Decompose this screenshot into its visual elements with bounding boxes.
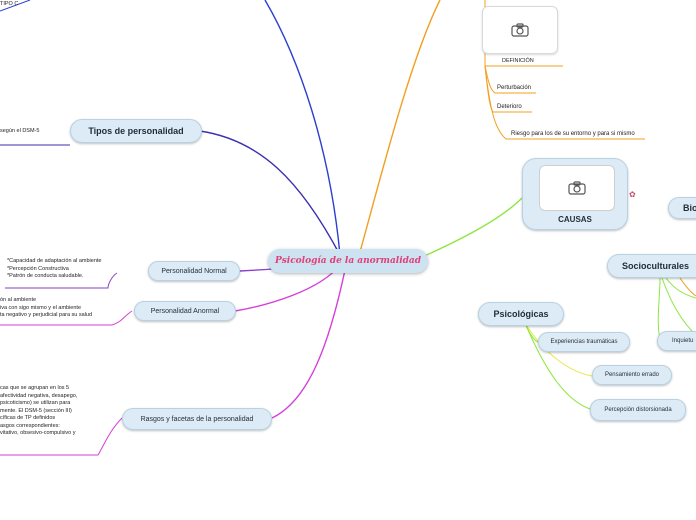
anormal-note-2: iva con sigo mismo y el ambiente [0, 304, 82, 311]
definition-item-riesgo[interactable]: Riesgo para los de su entorno y para si … [511, 131, 635, 137]
node-causas[interactable]: CAUSAS [522, 158, 628, 230]
camera-icon [511, 23, 529, 37]
tipo-c-label: TIPO C [0, 1, 19, 7]
anormal-note-1: ón al ambiente [0, 297, 37, 303]
node-experiencias-traumaticas[interactable]: Experiencias traumáticas [538, 332, 630, 352]
node-inquietudes[interactable]: Inquietu [657, 331, 696, 351]
definition-item-deterioro[interactable]: Deterioro [497, 104, 522, 110]
node-rasgos-y-facetas[interactable]: Rasgos y facetas de la personalidad [122, 408, 272, 430]
node-psicologicas[interactable]: Psicológicas [478, 302, 564, 326]
definition-image-placeholder[interactable] [482, 6, 558, 54]
rasgos-note-3: psicoticismo) se utilizan para [0, 400, 71, 406]
node-personalidad-normal[interactable]: Personalidad Normal [148, 261, 240, 281]
rasgos-note-6: asgos correspondientes: [0, 422, 60, 429]
normal-note-3: *Patrón de conducta saludable. [7, 273, 84, 279]
rasgos-note-2: afectividad negativa, desapego, [0, 392, 78, 399]
normal-notes: *Capacidad de adaptación al ambiente *Pe… [7, 258, 102, 281]
node-personalidad-anormal[interactable]: Personalidad Anormal [134, 301, 236, 321]
normal-note-1: *Capacidad de adaptación al ambiente [7, 258, 102, 264]
rasgos-note-7: vitativo, obsesivo-compulsivo y [0, 430, 76, 436]
rasgos-note-1: cas que se agrupan en los 5 [0, 385, 70, 391]
normal-note-2: *Percepción Constructiva [7, 265, 69, 272]
node-pensamiento-errado[interactable]: Pensamiento errado [592, 365, 672, 385]
definition-caption[interactable]: DEFINICIÓN [502, 58, 534, 64]
node-biologicas[interactable]: Bio [668, 197, 696, 219]
anormal-note-3: ta negativo y perjudicial para su salud [0, 312, 93, 318]
tipos-note: según el DSM-5 [0, 128, 40, 134]
rasgos-note-4: mente. El DSM-5 (sección III) [0, 407, 72, 414]
causas-label: CAUSAS [558, 215, 592, 224]
definition-item-perturbacion[interactable]: Perturbación [497, 85, 532, 91]
node-tipos-de-personalidad[interactable]: Tipos de personalidad [70, 119, 202, 143]
causas-image-placeholder [539, 165, 615, 211]
central-topic[interactable]: Psicología de la anormalidad [268, 249, 428, 273]
flower-icon: ✿ [629, 190, 636, 199]
node-percepcion-distorsionada[interactable]: Percepción distorsionada [590, 399, 686, 421]
rasgos-note-5: cíficas de TP definidos [0, 415, 56, 421]
anormal-notes: ón al ambiente iva con sigo mismo y el a… [0, 297, 92, 320]
node-socioculturales[interactable]: Socioculturales [607, 254, 696, 278]
rasgos-notes: cas que se agrupan en los 5 afectividad … [0, 385, 77, 438]
camera-icon [568, 181, 586, 195]
